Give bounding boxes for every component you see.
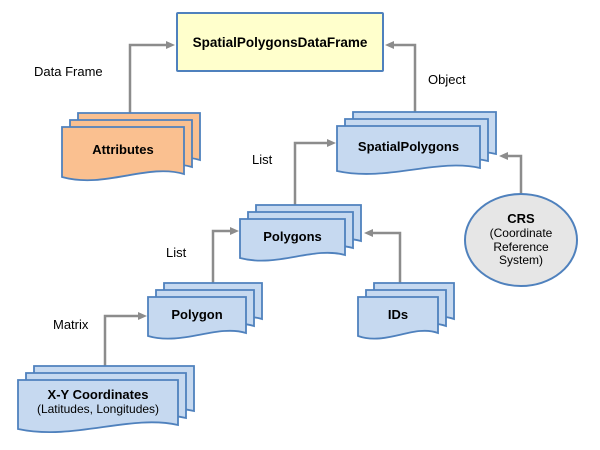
- attributes-node: [61, 112, 201, 182]
- edge-label-matrix: Matrix: [53, 317, 89, 332]
- edge-label-list-spatialpolygons: List: [252, 152, 273, 167]
- attributes-doc-front: [61, 126, 185, 182]
- spatialpolygonsdataframe-box: SpatialPolygonsDataFrame: [176, 12, 384, 72]
- xy-doc-front: [17, 379, 179, 433]
- crs-node: [464, 193, 578, 287]
- polygons-node: [239, 204, 362, 262]
- spatialpolygonsdataframe-label: SpatialPolygonsDataFrame: [192, 34, 368, 50]
- arrow-ids-to-polygons: [364, 229, 402, 286]
- spatialpolygons-doc-front: [336, 125, 481, 175]
- xy-coordinates-node: [17, 365, 195, 433]
- arrow-crs-to-spatialpolygons: [499, 152, 523, 196]
- arrow-attributes-to-dataframe: [128, 41, 175, 116]
- edge-label-object: Object: [428, 72, 466, 87]
- edge-label-list-polygons: List: [166, 245, 187, 260]
- edge-label-data-frame: Data Frame: [34, 64, 103, 79]
- arrow-polygon-to-polygons: [211, 227, 239, 286]
- arrow-xy-to-polygon: [103, 312, 147, 368]
- polygon-node: [147, 282, 263, 340]
- spatialpolygons-node: [336, 111, 497, 175]
- arrow-spatialpolygons-to-dataframe: [385, 41, 417, 112]
- polygon-doc-front: [147, 296, 247, 340]
- arrow-polygons-to-spatialpolygons: [293, 139, 336, 206]
- ids-doc-front: [357, 296, 439, 340]
- ids-node: [357, 282, 455, 340]
- polygons-doc-front: [239, 218, 346, 262]
